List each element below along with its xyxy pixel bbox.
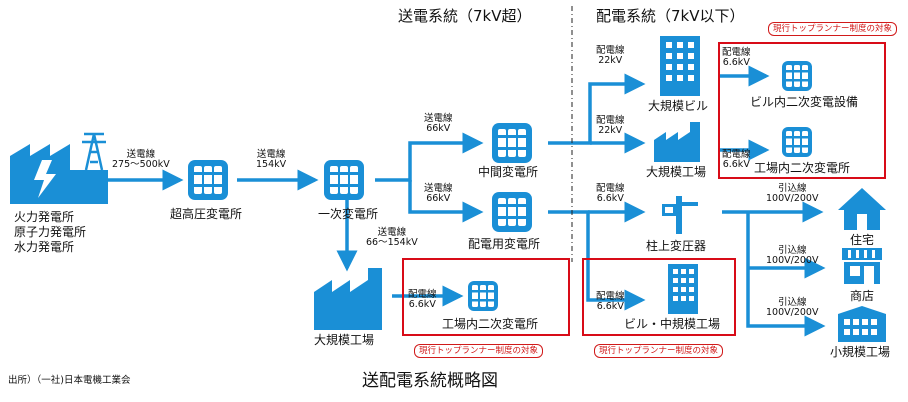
shop-icon xyxy=(842,248,882,284)
line-l14-voltage: 100V/200V xyxy=(766,255,819,267)
line-primary-to-distsub xyxy=(408,180,484,223)
line-l3-type: 送電線 xyxy=(424,113,453,124)
source-note: 出所）（一社)日本電機工業会 xyxy=(8,375,131,386)
large-factory-right-label: 大規模工場 xyxy=(646,165,707,179)
line-primary-branch xyxy=(375,132,484,182)
line-l13-voltage: 100V/200V xyxy=(766,193,819,205)
large-building-icon xyxy=(660,36,700,96)
transmission-system-header: 送電系統（7kV超） xyxy=(398,7,532,25)
line-l11-type: 配電線 xyxy=(722,47,751,58)
large-factory-left-label: 大規模工場 xyxy=(314,333,375,347)
highlight-box-building-factory-secondary xyxy=(718,42,886,179)
line-l15-type: 引込線 xyxy=(777,297,807,308)
line-l3-voltage: 66kV xyxy=(426,123,451,135)
line-l12-voltage: 6.6kV xyxy=(722,159,750,171)
power-plant-hydro: 水力発電所 xyxy=(14,240,75,254)
intermediate-substation-label: 中間変電所 xyxy=(478,165,539,179)
line-l14-type: 引込線 xyxy=(777,245,807,256)
highlight-box-mid-building xyxy=(582,258,736,336)
factory-secondary-right-label: 工場内二次変電所 xyxy=(754,161,851,175)
line-l2-type: 送電線 xyxy=(256,149,286,160)
line-l10-voltage: 6.6kV xyxy=(408,299,436,311)
large-factory-left-icon xyxy=(314,268,382,330)
large-factory-right-icon xyxy=(654,122,700,162)
primary-substation-icon xyxy=(324,160,364,200)
power-plant-thermal: 火力発電所 xyxy=(14,210,75,224)
line-l11-voltage: 6.6kV xyxy=(722,57,750,69)
line-pole-down xyxy=(746,212,826,337)
small-factory-icon xyxy=(838,306,886,342)
line-intermediate-out xyxy=(548,73,646,145)
power-plant-icon xyxy=(10,132,108,204)
house-label: 住宅 xyxy=(850,233,875,247)
line-l6-voltage: 22kV xyxy=(598,55,623,67)
line-l8-voltage: 6.6kV xyxy=(596,193,624,205)
line-l8-type: 配電線 xyxy=(596,183,625,194)
power-plant-nuclear: 原子力発電所 xyxy=(14,225,87,239)
top-runner-tag-top-right: 現行トップランナー制度の対象 xyxy=(768,22,898,37)
line-l5-voltage: 66～154kV xyxy=(366,237,418,249)
line-l13-type: 引込線 xyxy=(777,183,807,194)
mid-building-icon xyxy=(668,264,698,314)
line-l15-voltage: 100V/200V xyxy=(766,307,819,319)
large-building-label: 大規模ビル xyxy=(648,99,709,113)
house-icon xyxy=(838,188,886,230)
line-l7-voltage: 22kV xyxy=(598,125,623,137)
factory-secondary-left-label: 工場内二次変電所 xyxy=(442,317,539,331)
intermediate-substation-icon xyxy=(492,123,532,163)
line-distsub-out xyxy=(548,210,646,311)
ultra-high-substation-label: 超高圧変電所 xyxy=(170,207,243,221)
line-l7-type: 配電線 xyxy=(596,115,625,126)
top-runner-tag-bottom-left: 現行トップランナー制度の対象 xyxy=(414,344,544,359)
ultra-high-substation-icon xyxy=(188,160,228,200)
line-l9-type: 配電線 xyxy=(596,291,625,302)
line-l4-type: 送電線 xyxy=(424,183,453,194)
mid-building-factory-label: ビル・中規模工場 xyxy=(624,317,721,331)
line-l2-voltage: 154kV xyxy=(256,159,287,171)
line-l10-type: 配電線 xyxy=(408,289,437,300)
pole-transformer-icon xyxy=(662,196,698,234)
line-l4-voltage: 66kV xyxy=(426,193,451,205)
distribution-substation-icon xyxy=(492,192,532,232)
pole-transformer-label: 柱上変圧器 xyxy=(646,239,707,253)
distribution-substation-label: 配電用変電所 xyxy=(468,237,541,251)
line-l6-type: 配電線 xyxy=(596,45,625,56)
distribution-system-header: 配電系統（7kV以下） xyxy=(596,7,745,25)
top-runner-tag-bottom-mid: 現行トップランナー制度の対象 xyxy=(594,344,724,359)
diagram-title: 送配電系統概略図 xyxy=(362,371,498,391)
line-l1-type: 送電線 xyxy=(126,149,156,160)
line-l12-type: 配電線 xyxy=(722,149,751,160)
line-l1-voltage: 275～500kV xyxy=(112,159,170,171)
line-l9-voltage: 6.6kV xyxy=(596,301,624,313)
small-factory-label: 小規模工場 xyxy=(830,345,891,359)
building-secondary-equipment-label: ビル内二次変電設備 xyxy=(750,95,859,109)
primary-substation-label: 一次変電所 xyxy=(318,207,379,221)
line-l5-type: 送電線 xyxy=(377,227,407,238)
shop-label: 商店 xyxy=(850,289,875,303)
highlight-box-factory-secondary-left xyxy=(402,258,570,336)
power-plant-label: 火力発電所 原子力発電所 水力発電所 xyxy=(14,210,86,255)
